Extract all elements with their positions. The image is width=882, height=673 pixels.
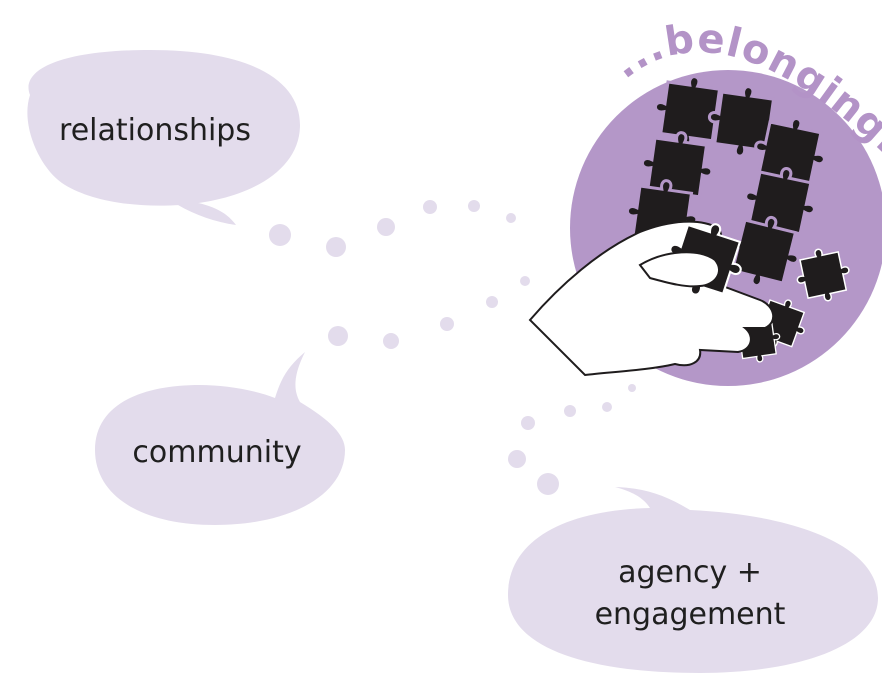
trail-dot xyxy=(486,296,498,308)
trail-dot xyxy=(520,276,530,286)
agency-bubble-shape xyxy=(508,487,878,673)
thumb-shape xyxy=(638,251,720,288)
trail-dot xyxy=(326,237,346,257)
hand-holding-puzzle-piece-icon xyxy=(528,212,775,377)
agency-label-line2: engagement xyxy=(595,597,786,632)
agency-engagement-bubble: agency + engagement xyxy=(508,487,878,673)
dot-trail-agency xyxy=(508,384,636,495)
trail-dot xyxy=(377,218,395,236)
trail-dot xyxy=(269,224,291,246)
trail-dot xyxy=(521,416,535,430)
trail-dot xyxy=(423,200,437,214)
trail-dot xyxy=(508,450,526,468)
trail-dot xyxy=(537,473,559,495)
trail-dot xyxy=(440,317,454,331)
trail-dot xyxy=(468,200,480,212)
trail-dot xyxy=(602,402,612,412)
community-bubble-shape xyxy=(95,352,345,525)
agency-label-line1: agency + xyxy=(618,555,762,590)
trail-dot xyxy=(383,333,399,349)
relationships-label: relationships xyxy=(59,113,251,148)
relationships-bubble: relationships xyxy=(27,50,300,225)
trail-dot xyxy=(506,213,516,223)
dot-trail-relationships xyxy=(269,200,516,257)
community-bubble: community xyxy=(95,352,345,525)
trail-dot xyxy=(328,326,348,346)
trail-dot xyxy=(564,405,576,417)
trail-dot xyxy=(628,384,636,392)
community-label: community xyxy=(132,435,301,470)
dot-trail-community xyxy=(328,276,530,349)
relationships-bubble-shape xyxy=(27,50,300,225)
